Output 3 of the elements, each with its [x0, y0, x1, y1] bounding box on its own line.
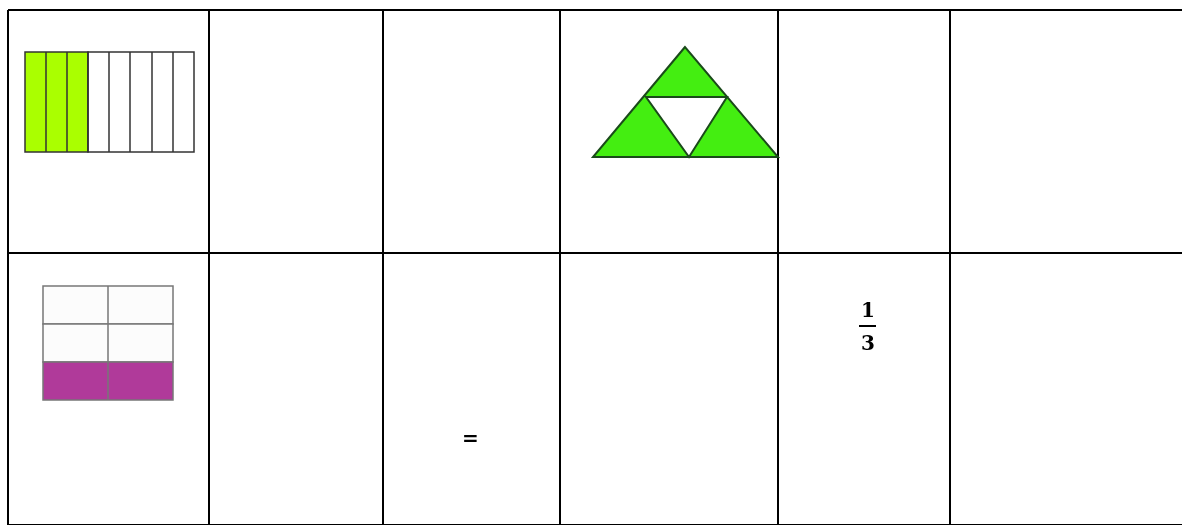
fraction-denominator: 3: [861, 333, 875, 353]
fraction-numerator: 1: [861, 300, 875, 320]
equals-sign: =: [462, 428, 479, 448]
